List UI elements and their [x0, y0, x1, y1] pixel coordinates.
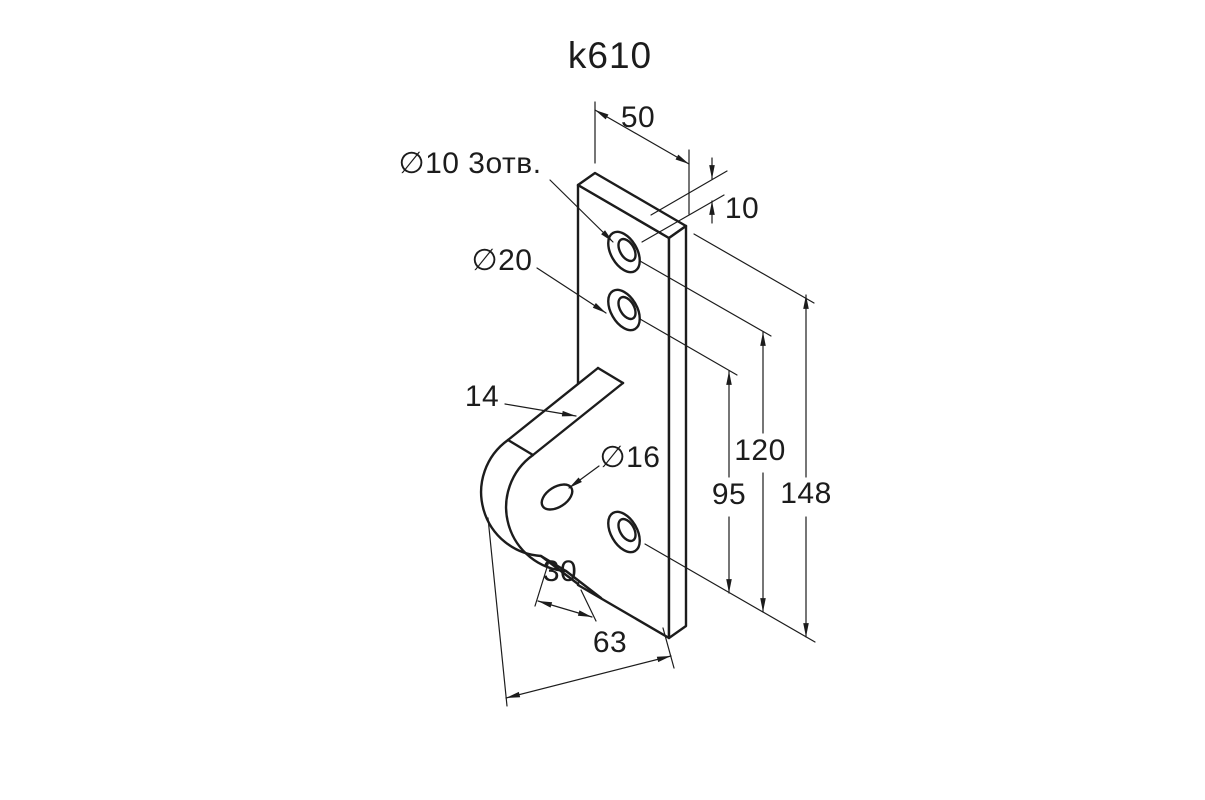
lug-hole-leader	[568, 465, 600, 489]
lug-rim-bottom-edge	[539, 554, 568, 573]
dim-lug-thickness: 14	[465, 380, 577, 417]
dim-overall-depth: 63	[487, 517, 675, 707]
dim-top-span: 120	[734, 331, 786, 613]
dim-counterbore: ∅20	[471, 244, 607, 314]
hole-bottom-bore-ellipse	[617, 517, 637, 543]
dim-148-label: 148	[780, 477, 832, 510]
lug-near-face-fill	[506, 383, 623, 598]
counterbore-hole-bottom	[607, 510, 641, 554]
hole-middle-bore-ellipse	[617, 295, 637, 321]
ext-bottom-hole	[644, 543, 816, 643]
ext-middle-hole	[639, 318, 738, 376]
hole-bottom-counterbore-ellipse	[607, 510, 641, 554]
dim-top-hole-offset: 10	[641, 157, 759, 243]
dim-mid-span: 95	[712, 370, 746, 594]
dim-plate-width: 50	[594, 101, 690, 215]
lug-near-contour	[504, 381, 625, 600]
dim-95-label: 95	[712, 478, 746, 511]
counterbore-hole-top	[607, 230, 641, 274]
lug-hole-label: ∅16	[599, 441, 660, 474]
hole-top-bore-ellipse	[617, 237, 637, 263]
dim-63-ext-left	[487, 517, 508, 707]
dim-50-line	[594, 109, 690, 165]
counterbore-hole-middle	[607, 288, 641, 332]
dim-120-label: 120	[734, 434, 786, 467]
dim-63-line	[505, 655, 672, 699]
dim-overall-height: 148	[780, 294, 832, 638]
dim-30-label: 30	[543, 555, 577, 588]
holes-note-leader	[549, 179, 614, 243]
dim-lug-hole-offset: 30	[534, 555, 597, 622]
hole-top-counterbore-ellipse	[607, 230, 641, 274]
part-number-label: k610	[568, 35, 652, 76]
dim-63-label: 63	[593, 626, 627, 659]
lug-thickness-label: 14	[465, 380, 499, 413]
counterbore-label: ∅20	[471, 244, 532, 277]
ext-plate-top	[693, 233, 815, 304]
holes-note-label: ∅10 3отв.	[398, 147, 541, 180]
dim-10-label: 10	[725, 192, 759, 225]
counterbore-leader	[536, 267, 607, 314]
dim-holes-note: ∅10 3отв.	[398, 147, 614, 243]
hole-middle-counterbore-ellipse	[607, 288, 641, 332]
lug-rim-left-edge	[506, 438, 535, 457]
dim-lug-hole: ∅16	[568, 441, 660, 489]
dim-50-label: 50	[621, 101, 655, 134]
plate-side-face	[667, 224, 688, 640]
ext-top-hole	[639, 260, 772, 337]
dim-30-line	[537, 600, 593, 618]
lug-thickness-leader	[504, 403, 577, 417]
dimensions: k610 50 ∅10 3отв. 10 ∅20	[398, 35, 832, 707]
lug-rim-top-edge	[596, 366, 625, 385]
dim-30-ext-left	[534, 560, 550, 607]
dim-63-ext-right	[662, 627, 675, 669]
